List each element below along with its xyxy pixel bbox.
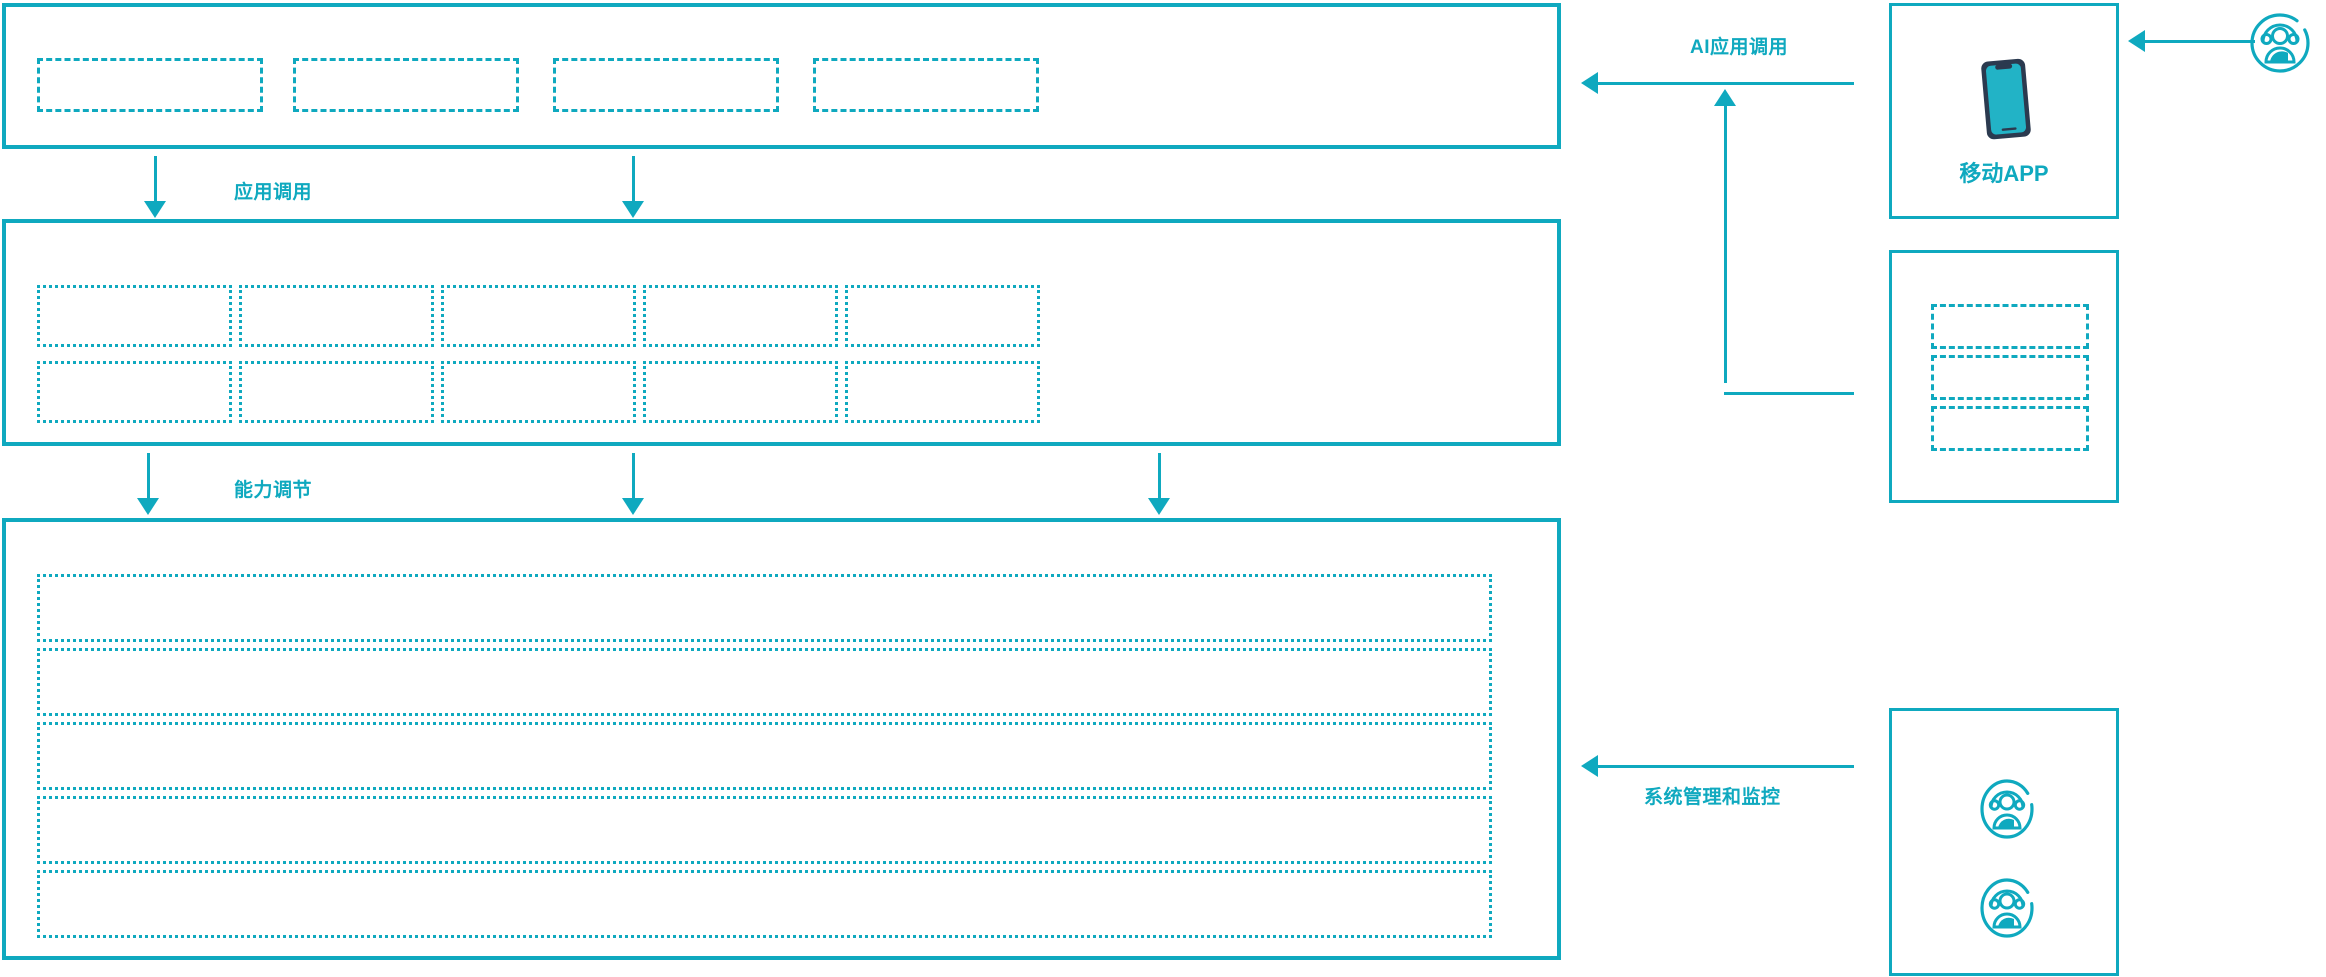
capability-tile[interactable] [441, 361, 636, 423]
platform-row[interactable] [37, 796, 1492, 864]
application-tile[interactable] [37, 58, 263, 112]
capability-tile[interactable] [37, 361, 232, 423]
capability-layer-panel [2, 219, 1561, 446]
capability-tile[interactable] [643, 361, 838, 423]
flow-label-capability-adjust: 能力调节 [234, 480, 313, 501]
channel-panel [1889, 250, 2119, 503]
application-tile[interactable] [293, 58, 519, 112]
platform-row[interactable] [37, 722, 1492, 790]
operations-panel [1889, 708, 2119, 976]
capability-tile[interactable] [37, 285, 232, 347]
platform-row[interactable] [37, 648, 1492, 716]
platform-row[interactable] [37, 574, 1492, 642]
capability-tile[interactable] [845, 361, 1040, 423]
channel-tile[interactable] [1931, 355, 2089, 400]
channel-tile[interactable] [1931, 304, 2089, 349]
channel-tile[interactable] [1931, 406, 2089, 451]
capability-tile[interactable] [441, 285, 636, 347]
capability-tile[interactable] [643, 285, 838, 347]
platform-row[interactable] [37, 870, 1492, 938]
application-tile[interactable] [813, 58, 1039, 112]
platform-layer-panel [2, 518, 1561, 960]
capability-tile[interactable] [239, 285, 434, 347]
capability-tile[interactable] [239, 361, 434, 423]
flow-connector-channel [1724, 392, 1854, 395]
flow-label-app-invoke: 应用调用 [234, 182, 313, 203]
user-group-icon [2249, 12, 2311, 74]
user-group-icon [1976, 778, 2038, 840]
application-layer-panel [2, 3, 1561, 149]
mobile-phone-icon [1970, 54, 2044, 144]
flow-label-system-manage-monitor: 系统管理和监控 [1644, 787, 1781, 808]
mobile-app-panel: 移动APP [1889, 3, 2119, 219]
user-group-icon [1976, 877, 2038, 939]
flow-label-ai-app-invoke: AI应用调用 [1690, 37, 1789, 58]
capability-tile[interactable] [845, 285, 1040, 347]
mobile-app-label: 移动APP [1959, 161, 2049, 186]
application-tile[interactable] [553, 58, 779, 112]
